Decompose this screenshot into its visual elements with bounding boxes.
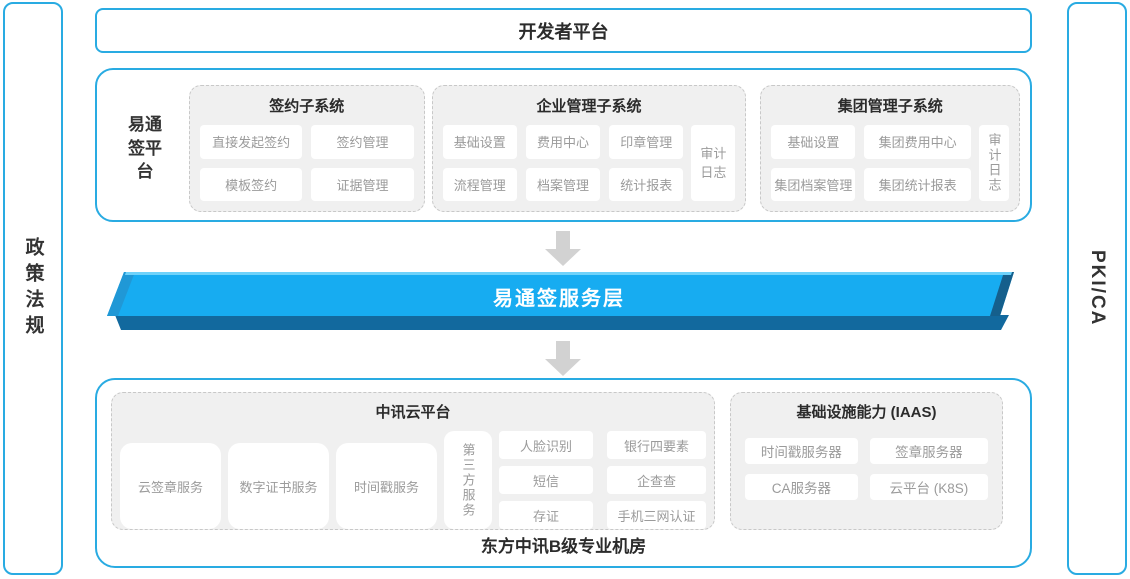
group-corporate-management-subsystem: 集团管理子系统 基础设置 集团费用中心 集团档案管理 集团统计报表 审计日志 xyxy=(760,85,1020,212)
datacenter-box: 中讯云平台 云签章服务 数字证书服务 时间戳服务 第三方服务 人脸识别 银行四要… xyxy=(95,378,1032,568)
arrow-head xyxy=(545,249,581,266)
chip-third-party-services: 第三方服务 xyxy=(443,431,492,529)
down-arrow-icon xyxy=(545,341,581,376)
arrow-shaft xyxy=(556,341,570,359)
chip-audit-log: 审计日志 xyxy=(979,125,1009,201)
chip: 企查查 xyxy=(607,466,706,494)
policy-regulations-sidebar: 政策法规 xyxy=(3,2,63,575)
ribbon-shape xyxy=(107,272,1014,330)
platform-groups: 签约子系统 直接发起签约 签约管理 模板签约 证据管理 企业管理子系统 基础设置… xyxy=(189,85,1020,212)
group-title: 企业管理子系统 xyxy=(536,98,642,115)
chip: 集团档案管理 xyxy=(771,167,856,201)
chip: 短信 xyxy=(498,466,594,494)
chip: 时间戳服务 xyxy=(335,443,437,529)
service-layer-ribbon: 易通签服务层 xyxy=(103,271,1015,331)
chip: CA服务器 xyxy=(745,474,858,500)
chip: 证据管理 xyxy=(311,167,414,201)
group-body: 直接发起签约 签约管理 模板签约 证据管理 xyxy=(200,125,414,201)
chip: 直接发起签约 xyxy=(200,125,303,159)
platform-label: 易通签平台 xyxy=(128,114,162,182)
chip: 基础设置 xyxy=(442,125,517,159)
group-title: 基础设施能力 (IAAS) xyxy=(796,404,937,421)
chip: 手机三网认证 xyxy=(607,501,706,529)
chip: 费用中心 xyxy=(525,125,601,159)
group-signing-subsystem: 签约子系统 直接发起签约 签约管理 模板签约 证据管理 xyxy=(189,85,425,212)
arrow-head xyxy=(545,359,581,376)
down-arrow-icon xyxy=(545,231,581,266)
group-body: 基础设置 集团费用中心 集团档案管理 集团统计报表 审计日志 xyxy=(771,125,1009,201)
chip: 存证 xyxy=(498,501,594,529)
chip: 集团统计报表 xyxy=(864,167,971,201)
chip: 签约管理 xyxy=(311,125,414,159)
chip-grid: 人脸识别 银行四要素 短信 企查查 存证 手机三网认证 xyxy=(498,431,706,529)
chip: 集团费用中心 xyxy=(864,125,971,159)
chip: 银行四要素 xyxy=(607,431,706,459)
pki-ca-label: PKI/CA xyxy=(1087,250,1108,327)
developer-platform-label: 开发者平台 xyxy=(518,21,609,42)
chip: 云签章服务 xyxy=(120,443,221,529)
datacenter-caption: 东方中讯B级专业机房 xyxy=(480,537,647,556)
chip-grid: 基础设置 集团费用中心 集团档案管理 集团统计报表 xyxy=(771,125,971,201)
chip: 云平台 (K8S) xyxy=(869,474,988,500)
policy-regulations-label: 政策法规 xyxy=(22,236,44,341)
arrow-shaft xyxy=(556,231,570,249)
group-body: 基础设置 费用中心 印章管理 流程管理 档案管理 统计报表 审计日志 xyxy=(442,125,736,201)
chip: 流程管理 xyxy=(442,167,517,201)
chip: 签章服务器 xyxy=(869,438,988,464)
chip: 统计报表 xyxy=(609,167,684,201)
chip: 数字证书服务 xyxy=(227,443,329,529)
chip: 档案管理 xyxy=(525,167,601,201)
iaas-capability-group: 基础设施能力 (IAAS) 时间戳服务器 签章服务器 CA服务器 云平台 (K8… xyxy=(730,392,1003,530)
chip: 模板签约 xyxy=(200,167,303,201)
chip: 人脸识别 xyxy=(498,431,594,459)
zhongxun-cloud-platform-group: 中讯云平台 云签章服务 数字证书服务 时间戳服务 第三方服务 人脸识别 银行四要… xyxy=(111,392,715,530)
yitongqian-platform-box: 易通签平台 签约子系统 直接发起签约 签约管理 模板签约 证据管理 企业管理子系… xyxy=(95,68,1032,222)
chip-audit-log: 审计日志 xyxy=(691,125,736,201)
group-enterprise-management-subsystem: 企业管理子系统 基础设置 费用中心 印章管理 流程管理 档案管理 统计报表 审计… xyxy=(431,85,747,212)
pki-ca-sidebar: PKI/CA xyxy=(1067,2,1127,575)
chip-grid: 直接发起签约 签约管理 模板签约 证据管理 xyxy=(200,125,414,201)
group-title: 中讯云平台 xyxy=(375,404,451,421)
service-layer-label: 易通签服务层 xyxy=(493,287,625,310)
chip: 时间戳服务器 xyxy=(745,438,858,464)
cloud-body: 云签章服务 数字证书服务 时间戳服务 第三方服务 人脸识别 银行四要素 短信 企… xyxy=(120,431,706,529)
chip-grid: 基础设置 费用中心 印章管理 流程管理 档案管理 统计报表 xyxy=(442,125,684,201)
group-title: 签约子系统 xyxy=(269,98,345,115)
group-title: 集团管理子系统 xyxy=(837,98,943,115)
developer-platform-banner: 开发者平台 xyxy=(95,8,1032,53)
chip: 基础设置 xyxy=(771,125,856,159)
platform-label-wrap: 易通签平台 xyxy=(107,85,183,212)
chip: 印章管理 xyxy=(609,125,684,159)
chip-grid: 时间戳服务器 签章服务器 CA服务器 云平台 (K8S) xyxy=(745,438,988,500)
